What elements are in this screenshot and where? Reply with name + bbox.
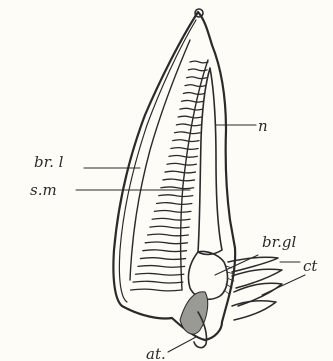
gill-slit bbox=[148, 234, 189, 236]
gill-slit bbox=[175, 132, 200, 134]
gill-slit bbox=[140, 258, 185, 260]
label-br-l: br. l bbox=[34, 153, 64, 171]
gill-slit bbox=[152, 218, 190, 220]
gill-slit bbox=[143, 250, 187, 252]
leader-br-gl bbox=[215, 255, 258, 275]
gill-slits bbox=[131, 61, 208, 291]
leader-at bbox=[168, 337, 196, 352]
gill-slit bbox=[138, 266, 185, 268]
gill-slit bbox=[150, 226, 189, 228]
gill-slit bbox=[176, 124, 200, 126]
gill-slit bbox=[169, 155, 197, 157]
gill-slit bbox=[182, 100, 204, 102]
gill-slit bbox=[157, 203, 192, 205]
gill-slit bbox=[133, 281, 183, 283]
atrium bbox=[180, 292, 208, 334]
gill-slit bbox=[161, 187, 194, 189]
gill-slit bbox=[163, 179, 195, 181]
ct-cirri bbox=[228, 257, 282, 320]
gill-slit bbox=[178, 116, 202, 118]
gill-slit bbox=[171, 148, 198, 150]
gill-slit bbox=[167, 163, 196, 165]
gill-slit bbox=[180, 108, 203, 110]
gill-slit bbox=[183, 93, 204, 95]
br-gl-gland bbox=[188, 251, 227, 299]
gill-slit bbox=[190, 61, 208, 63]
label-s-m: s.m bbox=[30, 181, 57, 199]
label-br-gl: br.gl bbox=[262, 233, 296, 251]
label-at: at. bbox=[146, 345, 166, 361]
n-column bbox=[198, 68, 222, 254]
gill-slit bbox=[136, 273, 184, 275]
gill-slit bbox=[154, 211, 191, 213]
gill-slit bbox=[173, 140, 199, 142]
gill-slit bbox=[159, 195, 193, 197]
label-ct: ct bbox=[303, 257, 318, 275]
gill-slit bbox=[131, 289, 182, 291]
leader-ct-2 bbox=[262, 275, 305, 295]
gill-slit bbox=[165, 171, 195, 173]
gill-slit bbox=[185, 85, 205, 87]
label-n: n bbox=[258, 117, 268, 135]
